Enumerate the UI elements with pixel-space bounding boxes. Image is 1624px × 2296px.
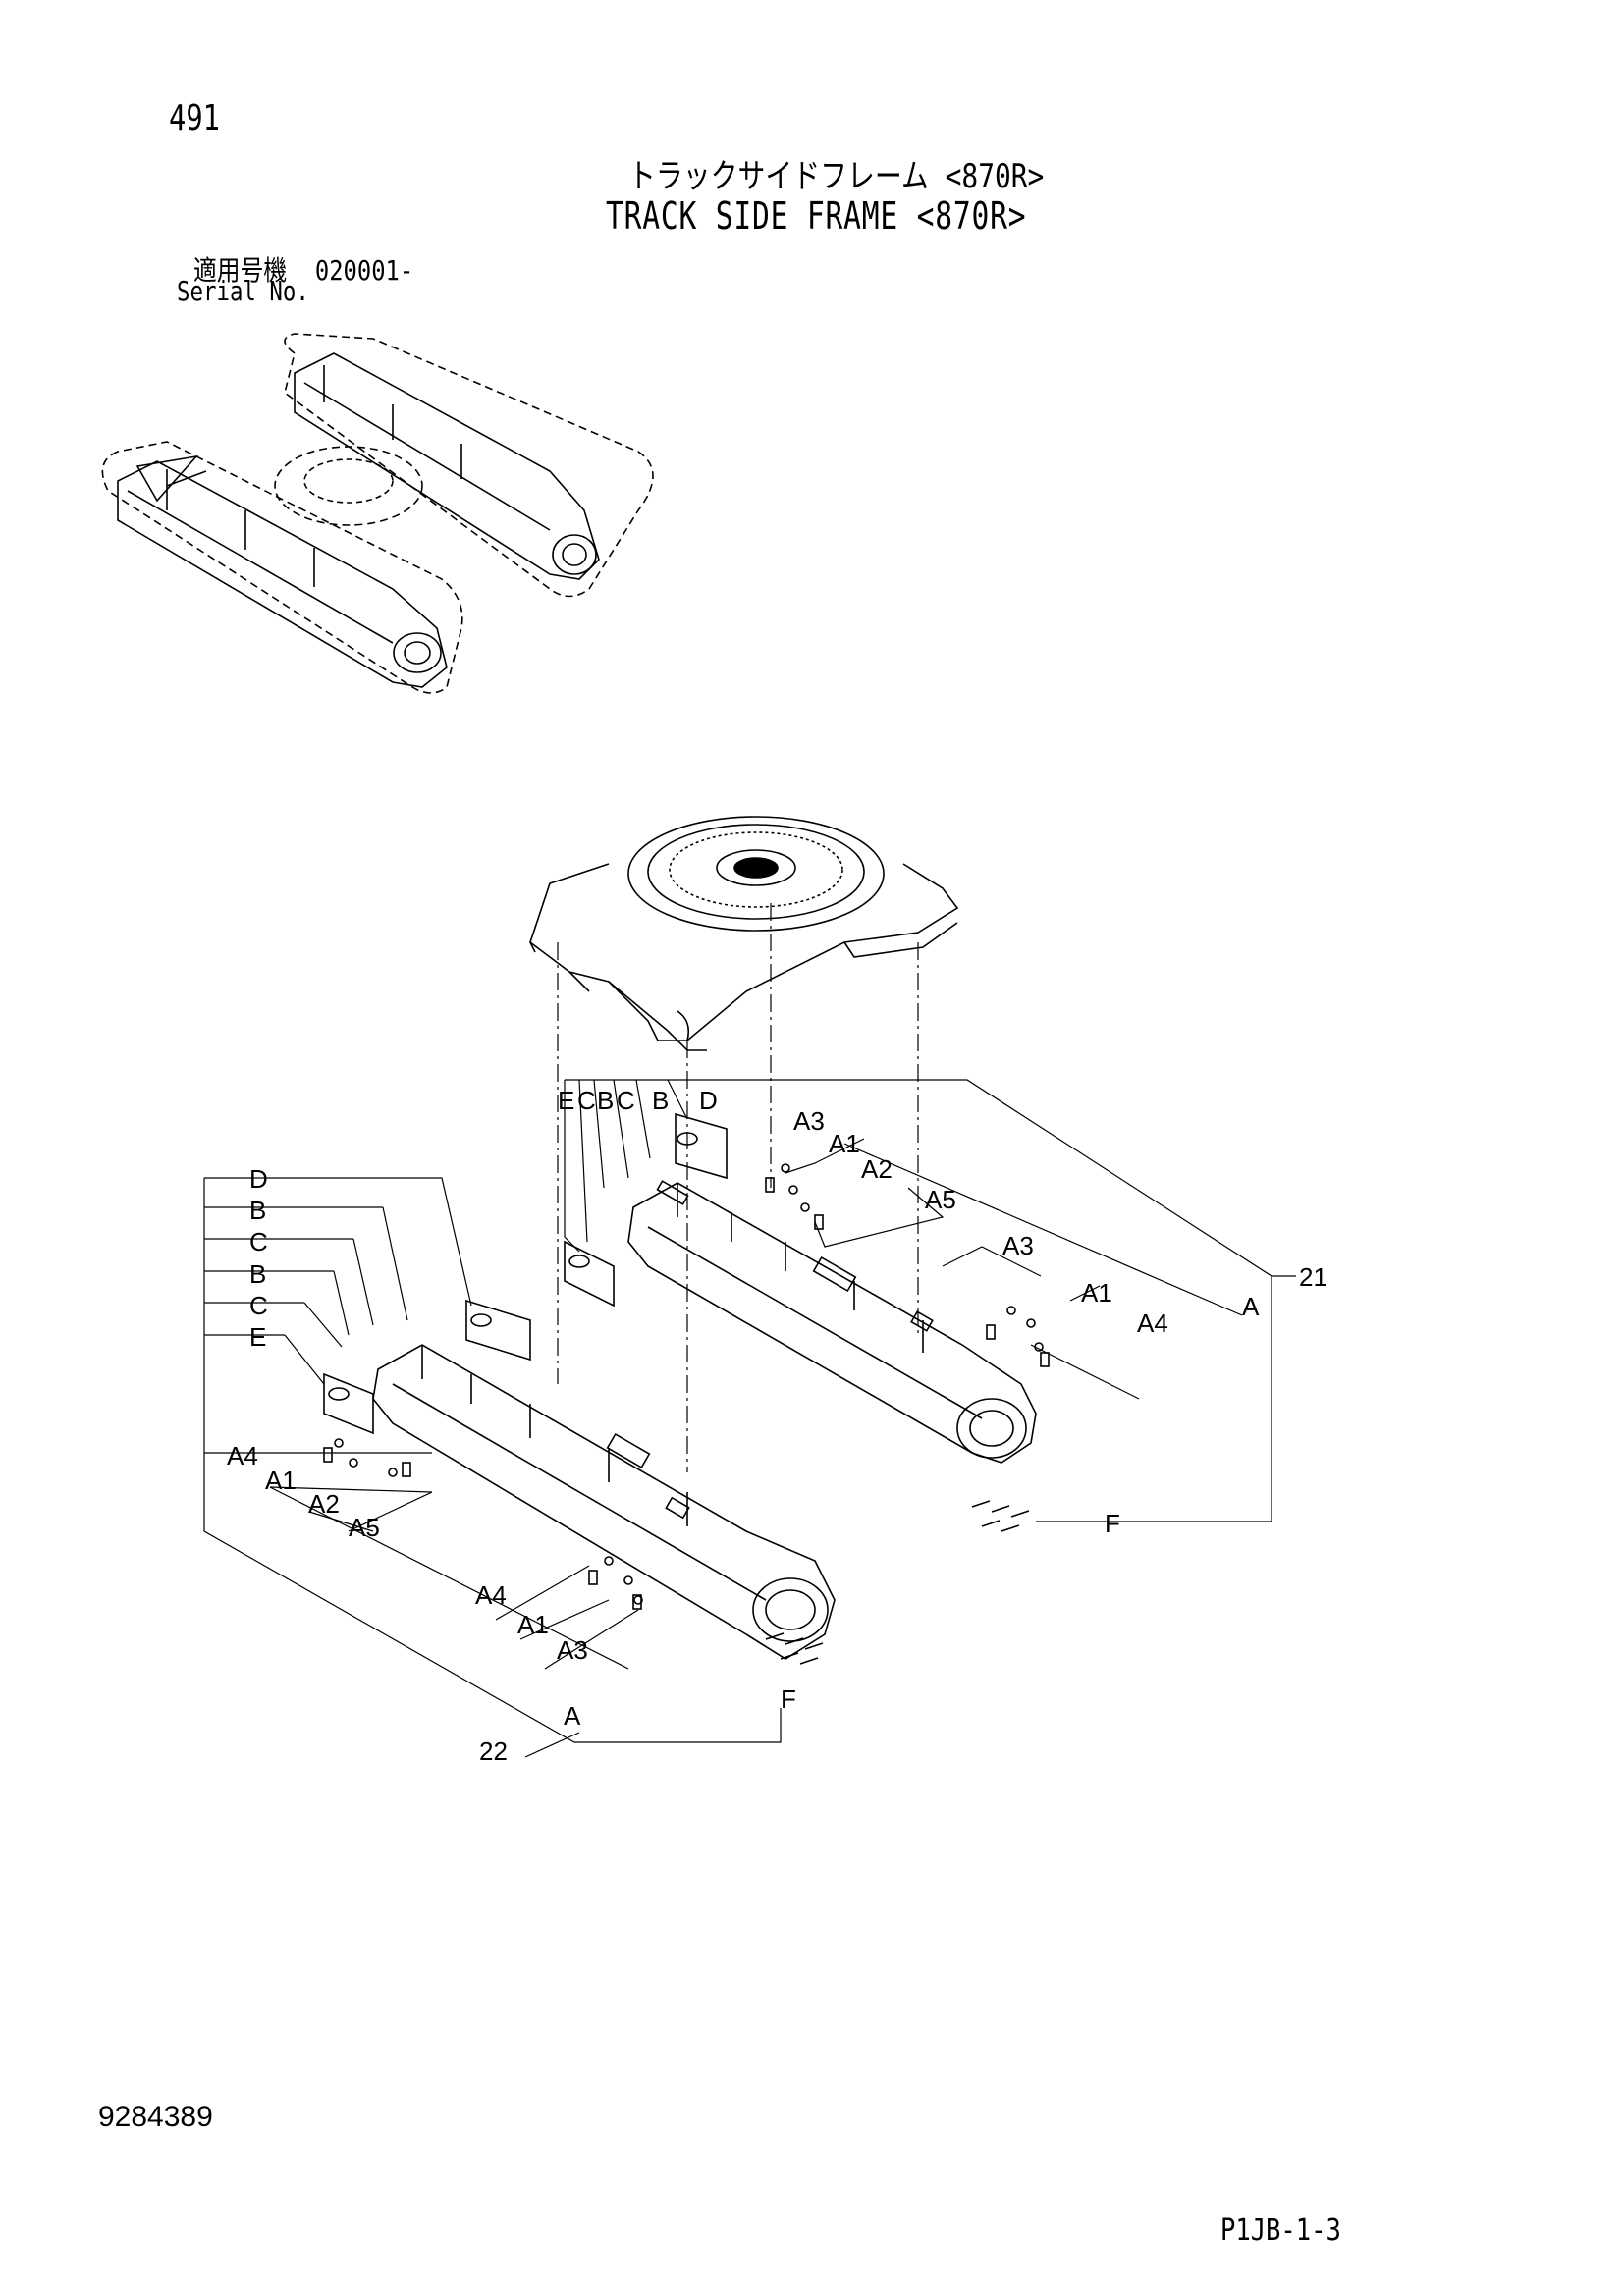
callout-A1-left-2: A1 xyxy=(517,1610,549,1639)
serial-label-en: Serial No. xyxy=(177,275,309,307)
callout-D-right: D xyxy=(699,1086,718,1115)
callout-B-right-2: B xyxy=(652,1086,669,1115)
callout-A5-left: A5 xyxy=(349,1513,380,1542)
callout-C-right-1: C xyxy=(577,1086,596,1115)
page-number: 491 xyxy=(169,98,221,138)
callout-A3-left: A3 xyxy=(557,1635,588,1665)
callout-B-left-2: B xyxy=(249,1259,266,1289)
overview-thumbnail xyxy=(101,333,654,694)
callout-A-left: A xyxy=(564,1701,581,1731)
callout-A3-right-2: A3 xyxy=(1002,1231,1034,1260)
callout-A2-left: A2 xyxy=(308,1489,340,1519)
title-english: TRACK SIDE FRAME <870R> xyxy=(606,194,1027,238)
callout-A1-left-1: A1 xyxy=(265,1466,297,1495)
callout-A2-right: A2 xyxy=(861,1154,893,1184)
callout-A4-right: A4 xyxy=(1137,1308,1168,1338)
callout-C-right-2: C xyxy=(617,1086,635,1115)
serial-value: 020001- xyxy=(314,254,414,287)
callout-F-left: F xyxy=(781,1684,796,1714)
callout-leaders xyxy=(203,1079,1296,1758)
callout-B-right-1: B xyxy=(597,1086,614,1115)
document-number: 9284389 xyxy=(98,2101,213,2133)
callout-C-left-1: C xyxy=(249,1227,268,1256)
callout-22: 22 xyxy=(479,1736,508,1766)
callout-A5-right: A5 xyxy=(925,1185,956,1214)
alignment-lines xyxy=(557,903,919,1472)
callout-A4-left-2: A4 xyxy=(475,1580,507,1610)
callout-E-right: E xyxy=(558,1086,574,1115)
sheet-code: P1JB-1-3 xyxy=(1220,2214,1341,2248)
callout-E-left: E xyxy=(249,1322,266,1352)
callout-A4-left-1: A4 xyxy=(227,1441,258,1470)
callout-21: 21 xyxy=(1299,1262,1327,1292)
serial-label-jp: 適用号機 xyxy=(193,254,288,287)
callout-A-right: A xyxy=(1242,1292,1260,1321)
callout-B-left-1: B xyxy=(249,1196,266,1225)
callout-labels: E C B C B D A3 A1 A2 A5 A3 A1 A4 A 21 F … xyxy=(227,1086,1327,1766)
title-japanese: トラックサイドフレーム <870R> xyxy=(628,157,1045,196)
callout-C-left-2: C xyxy=(249,1291,268,1320)
callout-D-left: D xyxy=(249,1164,268,1194)
track-frame-left xyxy=(323,1299,836,1665)
track-frame-right xyxy=(564,1112,1050,1532)
serial-applicability: 適用号機 020001- xyxy=(193,249,413,289)
center-frame xyxy=(529,816,959,1051)
callout-F-right: F xyxy=(1105,1509,1120,1538)
callout-A1-right-2: A1 xyxy=(1081,1278,1112,1308)
callout-A1-right-1: A1 xyxy=(829,1129,860,1158)
callout-A3-right-1: A3 xyxy=(793,1106,825,1136)
